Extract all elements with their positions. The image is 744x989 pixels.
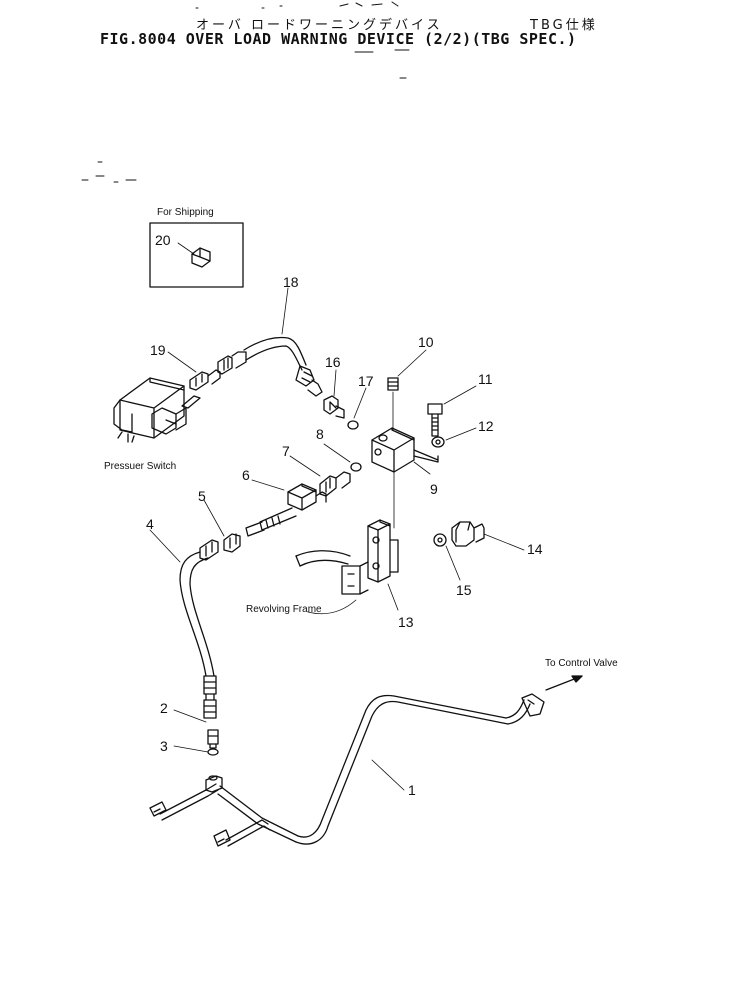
part-16-elbow	[324, 396, 344, 418]
callout-4: 4	[146, 516, 154, 532]
part-20-plug	[192, 248, 210, 267]
figure-title: FIG.8004 OVER LOAD WARNING DEVICE (2/2)(…	[100, 30, 577, 48]
title-japanese: オーバ ロードワーニングデバイス	[196, 18, 443, 33]
callout-5: 5	[198, 488, 206, 504]
part-9-block	[372, 428, 438, 472]
part-10-plug	[388, 378, 398, 430]
revolving-frame-fragment	[296, 551, 368, 614]
callout-1: 1	[408, 782, 416, 798]
callout-16: 16	[325, 354, 341, 370]
callout-14: 14	[527, 541, 543, 557]
part-5-nipple	[224, 534, 240, 552]
part-13-bracket	[368, 470, 398, 582]
part-2-adapter	[208, 730, 218, 748]
part-8-o-ring	[351, 463, 361, 471]
callout-19: 19	[150, 342, 166, 358]
callout-leaders	[150, 288, 524, 790]
part-17-o-ring	[348, 421, 358, 429]
callout-8: 8	[316, 426, 324, 442]
callout-10: 10	[418, 334, 434, 350]
to-control-valve-arrow	[546, 676, 582, 690]
callout-11: 11	[478, 371, 493, 387]
to-control-valve-label: To Control Valve	[545, 658, 618, 669]
callout-13: 13	[398, 614, 414, 630]
callout-12: 12	[478, 418, 494, 434]
callout-20: 20	[155, 232, 171, 248]
callout-17: 17	[358, 373, 374, 389]
part-7-connector	[320, 472, 350, 496]
header-marks	[82, 2, 409, 182]
part-14-bolt	[452, 522, 484, 546]
callout-18: 18	[283, 274, 299, 290]
callout-7: 7	[282, 443, 290, 459]
pressure-switch-label: Pressuer Switch	[104, 461, 177, 472]
part-11-bolt	[428, 404, 442, 436]
callout-9: 9	[430, 481, 438, 497]
title-japanese-spec: TBG仕様	[530, 18, 598, 33]
part-19-connector	[190, 370, 220, 390]
callout-6: 6	[242, 467, 250, 483]
for-shipping-label: For Shipping	[157, 207, 214, 218]
pipe-1	[150, 694, 544, 846]
callout-3: 3	[160, 738, 168, 754]
hose-4	[180, 540, 218, 718]
part-6-sensor	[246, 484, 326, 536]
revolving-frame-label: Revolving Frame	[246, 604, 322, 615]
pressure-switch	[114, 378, 200, 442]
callout-15: 15	[456, 582, 472, 598]
callout-2: 2	[160, 700, 168, 716]
part-12-washer	[432, 437, 444, 447]
hose-18	[218, 338, 322, 397]
part-3-o-ring	[208, 749, 218, 755]
for-shipping-box	[150, 223, 243, 287]
part-15-washer	[434, 534, 446, 546]
